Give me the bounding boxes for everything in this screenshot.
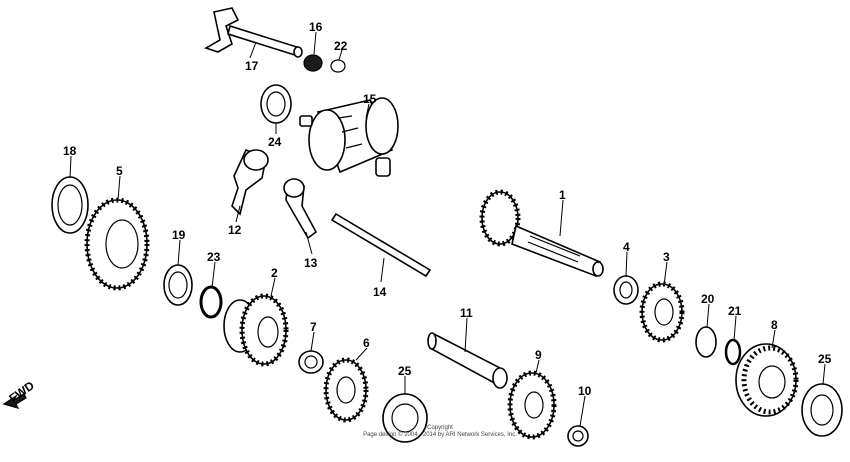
callout-6: 6 (363, 336, 370, 350)
callout-8: 8 (771, 318, 778, 332)
callout-21: 21 (728, 304, 742, 318)
part-15-shift-drum[interactable] (299, 97, 399, 177)
callout-20: 20 (701, 292, 715, 306)
callout-25-left: 25 (398, 364, 412, 378)
callout-5: 5 (116, 164, 123, 178)
callout-14: 14 (373, 285, 387, 299)
callout-15: 15 (363, 92, 377, 106)
part-19-washer[interactable] (163, 264, 193, 306)
callout-10: 10 (578, 384, 592, 398)
part-1-countershaft[interactable] (479, 189, 604, 278)
callout-4: 4 (623, 240, 630, 254)
callout-25-right: 25 (818, 352, 832, 366)
callout-7: 7 (310, 320, 317, 334)
part-8-gear[interactable] (735, 343, 799, 417)
copyright-notice: Copyright Page design © 2004 - 2014 by A… (330, 425, 550, 439)
callout-11: 11 (460, 306, 473, 320)
part-18-washer[interactable] (51, 176, 89, 234)
part-9-gear[interactable] (507, 370, 557, 440)
part-22-clip[interactable] (330, 59, 346, 73)
callout-2: 2 (271, 266, 278, 280)
part-3-gear[interactable] (639, 281, 685, 343)
callout-12: 12 (228, 223, 242, 237)
part-5-gear[interactable] (84, 197, 150, 291)
part-17-gearshift-spindle[interactable] (204, 7, 303, 58)
fwd-arrow-icon (2, 393, 27, 409)
callout-18: 18 (63, 144, 77, 158)
part-20-washer[interactable] (695, 326, 717, 358)
part-11-mainshaft[interactable] (427, 332, 508, 389)
copyright-line-1: Copyright (427, 425, 453, 431)
part-7-bushing[interactable] (298, 350, 324, 374)
callout-22: 22 (334, 39, 348, 53)
part-14-shift-fork-shaft[interactable] (330, 212, 432, 278)
part-16-spring[interactable] (303, 54, 323, 72)
callout-13: 13 (304, 256, 318, 270)
callout-23: 23 (207, 250, 221, 264)
callout-9: 9 (535, 348, 542, 362)
part-4-bushing[interactable] (613, 275, 639, 305)
leader-lines (69, 31, 826, 427)
part-10-bushing[interactable] (567, 425, 589, 447)
part-12-shift-fork[interactable] (231, 148, 269, 216)
part-21-circlip[interactable] (724, 338, 742, 366)
part-2-gear[interactable] (223, 293, 289, 367)
callout-3: 3 (663, 250, 670, 264)
part-13-shift-fork[interactable] (283, 178, 318, 240)
copyright-line-2: Page design © 2004 - 2014 by ARI Network… (363, 432, 517, 438)
callout-17: 17 (245, 59, 259, 73)
callout-19: 19 (172, 228, 186, 242)
part-25-bearing-left[interactable] (382, 393, 428, 443)
callout-labels: 16 22 17 15 24 18 5 12 13 14 1 4 3 19 23… (63, 20, 832, 398)
part-25-bearing-right[interactable] (801, 383, 843, 437)
callout-1: 1 (559, 188, 566, 202)
callout-24: 24 (268, 135, 282, 149)
part-23-circlip[interactable] (199, 285, 223, 319)
part-24-bearing[interactable] (260, 84, 292, 124)
callout-16: 16 (309, 20, 323, 34)
part-6-gear[interactable] (323, 357, 369, 423)
